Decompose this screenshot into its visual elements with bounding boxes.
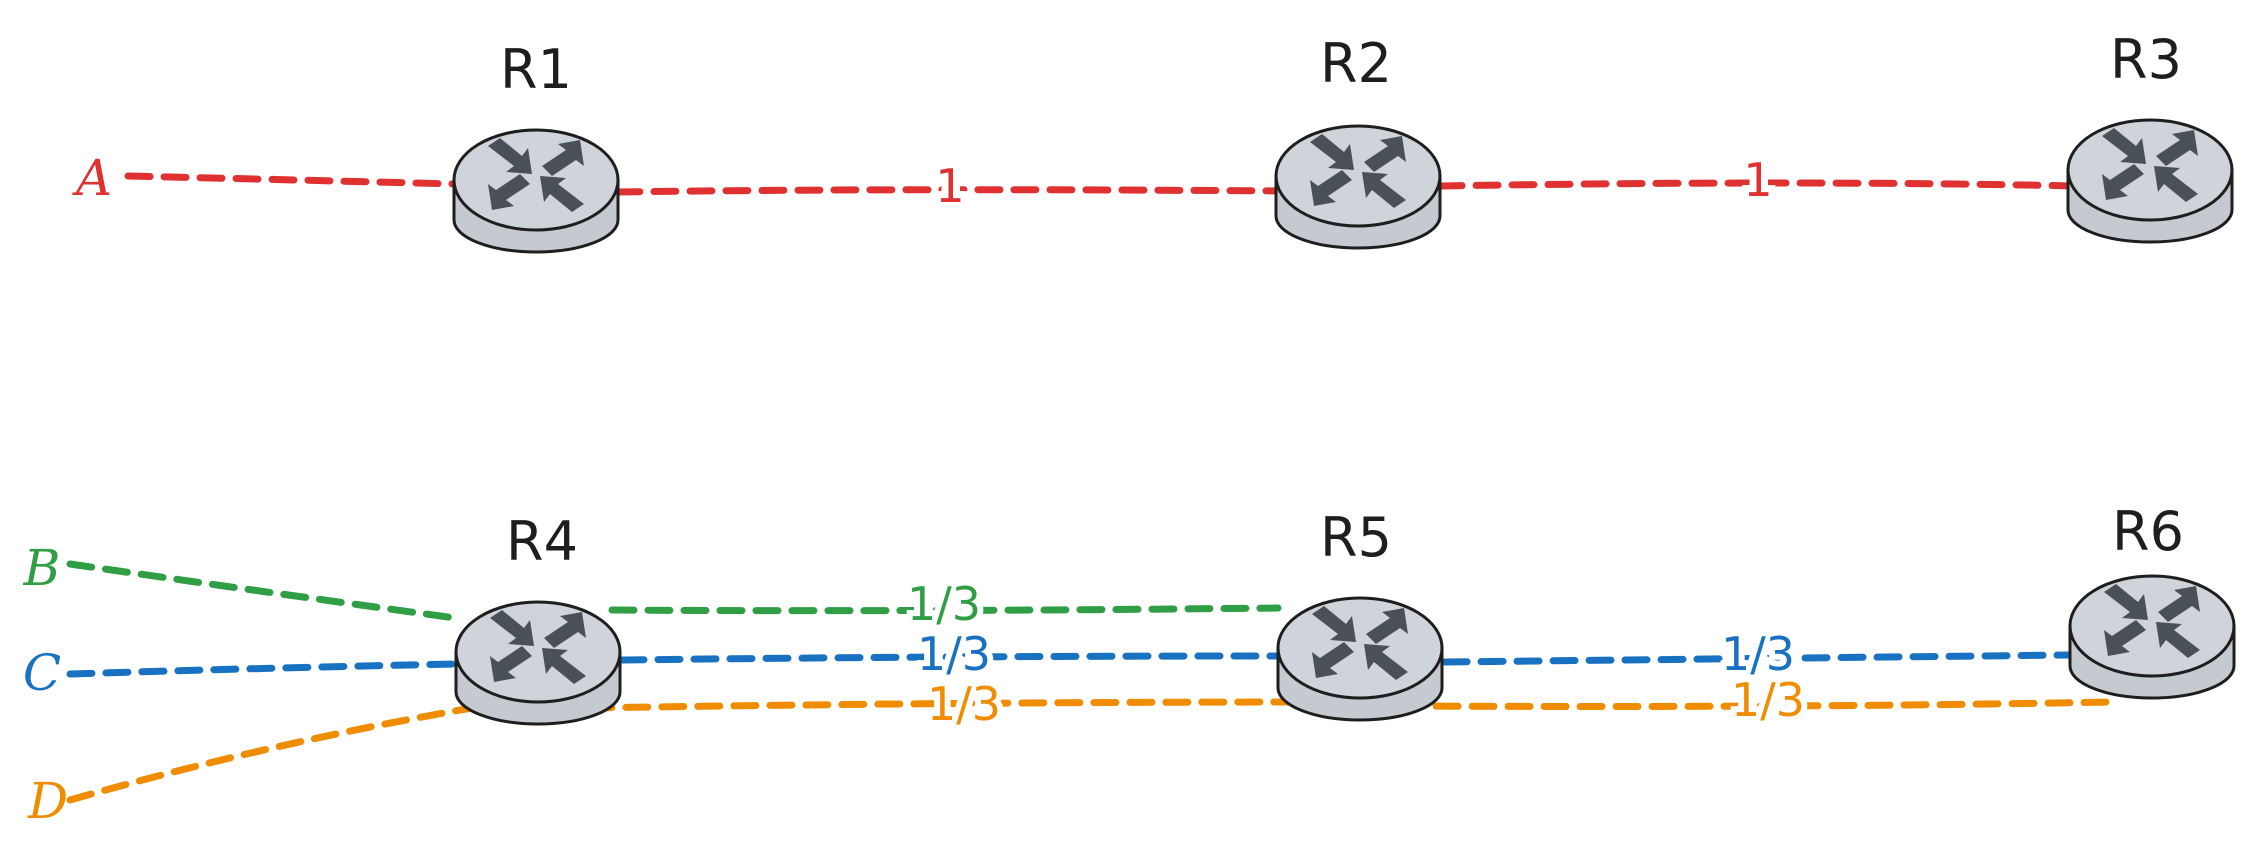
router-r6[interactable] <box>2068 574 2236 700</box>
label-r5-r6-flow-d: 1/3 <box>1731 673 1805 727</box>
flow-a-links <box>124 172 2157 229</box>
flow-label-c: C <box>23 644 61 702</box>
flow-labels: A B C D <box>23 149 112 830</box>
router-label-r2: R2 <box>1320 32 1392 95</box>
router-label-r6: R6 <box>2112 500 2184 563</box>
router-r4[interactable] <box>454 600 622 726</box>
flow-a-input-link <box>124 172 459 188</box>
label-r2-r3: 1 <box>1743 153 1772 207</box>
flow-b-input-link <box>66 560 459 622</box>
flow-label-b: B <box>23 539 61 597</box>
flow-d-input-link <box>66 700 499 804</box>
link-r4-r5-flow-c <box>618 652 1282 664</box>
router-r3[interactable] <box>2066 118 2234 244</box>
label-r1-r2: 1 <box>935 159 964 213</box>
label-r5-r6-flow-c: 1/3 <box>1721 627 1795 681</box>
link-r5-r6-flow-d <box>1396 698 2114 710</box>
link-r2-r3-flow-a <box>1436 179 2079 190</box>
flow-label-d: D <box>27 772 68 830</box>
flow-label-a: A <box>72 149 112 207</box>
link-labels: 1 1 1/3 1/3 1/3 1/3 1/3 <box>901 146 1811 737</box>
link-r1-r2-flow-a <box>614 186 1284 196</box>
router-r1[interactable] <box>452 128 620 254</box>
link-r5-r6-flow-c <box>1441 651 2074 666</box>
label-r4-r5-flow-b: 1/3 <box>907 577 981 631</box>
router-label-r4: R4 <box>506 510 578 573</box>
router-label-r3: R3 <box>2110 28 2182 91</box>
label-r4-r5-flow-d: 1/3 <box>927 677 1001 731</box>
router-r2[interactable] <box>1274 124 1442 250</box>
router-label-r5: R5 <box>1320 506 1392 569</box>
router-r5[interactable] <box>1276 596 1444 722</box>
label-r4-r5-flow-c: 1/3 <box>917 627 991 681</box>
router-label-r1: R1 <box>500 38 572 101</box>
flow-b-links <box>66 560 1282 622</box>
link-r4-r5-flow-d <box>586 698 1324 712</box>
flow-d-links <box>66 698 2114 804</box>
link-r4-r5-flow-b <box>608 604 1282 615</box>
flow-c-input-link <box>66 660 459 678</box>
routers <box>452 118 2236 726</box>
router-labels: R1 R2 R3 R4 R5 R6 <box>500 28 2184 573</box>
flow-c-links <box>66 651 2074 678</box>
